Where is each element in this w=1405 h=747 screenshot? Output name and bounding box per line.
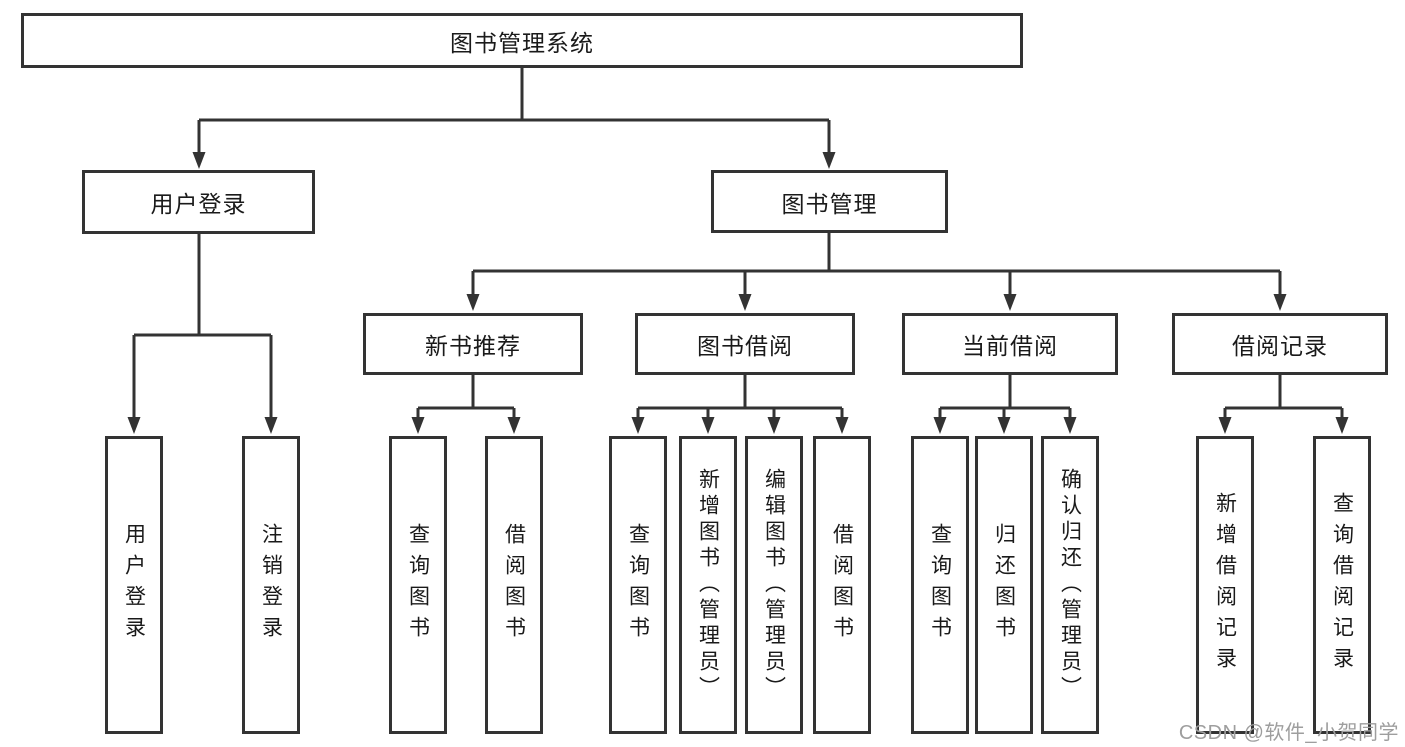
node-book-management: 图书管理 [711,170,948,233]
leaf-borrow-books-1: 借阅图书 [485,436,543,734]
leaf-label: 新增借阅记录 [1213,492,1237,678]
leaf-label: 查询借阅记录 [1330,492,1354,678]
arrowheads [127,152,1349,434]
leaf-edit-books-admin: 编辑图书（管理员） [745,436,803,734]
leaf-label: 确认归还（管理员） [1058,468,1082,702]
leaf-label: 归还图书 [992,523,1016,647]
leaf-label: 查询图书 [406,523,430,647]
leaf-query-books-3: 查询图书 [911,436,969,734]
leaf-label: 注销登录 [259,523,283,647]
leaf-label: 借阅图书 [830,523,854,647]
leaf-label: 用户登录 [122,523,146,647]
node-book-borrow: 图书借阅 [635,313,855,375]
leaf-return-books: 归还图书 [975,436,1033,734]
leaf-label: 借阅图书 [502,523,526,647]
leaf-borrow-books-2: 借阅图书 [813,436,871,734]
leaf-add-borrow-record: 新增借阅记录 [1196,436,1254,734]
watermark: CSDN @软件_小贺同学 [1178,722,1399,744]
leaf-add-books-admin: 新增图书（管理员） [679,436,737,734]
node-borrow-records: 借阅记录 [1172,313,1388,375]
node-user-login: 用户登录 [82,170,315,234]
leaf-confirm-return-admin: 确认归还（管理员） [1041,436,1099,734]
leaf-query-books-1: 查询图书 [389,436,447,734]
leaf-logout: 注销登录 [242,436,300,734]
node-new-book-recommend: 新书推荐 [363,313,583,375]
leaf-label: 查询图书 [626,523,650,647]
node-current-borrow: 当前借阅 [902,313,1118,375]
leaf-query-borrow-record: 查询借阅记录 [1313,436,1371,734]
leaf-user-login: 用户登录 [105,436,163,734]
leaf-label: 新增图书（管理员） [696,468,720,702]
leaf-label: 编辑图书（管理员） [762,468,786,702]
leaf-query-books-2: 查询图书 [609,436,667,734]
node-root: 图书管理系统 [21,13,1023,68]
leaf-label: 查询图书 [928,523,952,647]
